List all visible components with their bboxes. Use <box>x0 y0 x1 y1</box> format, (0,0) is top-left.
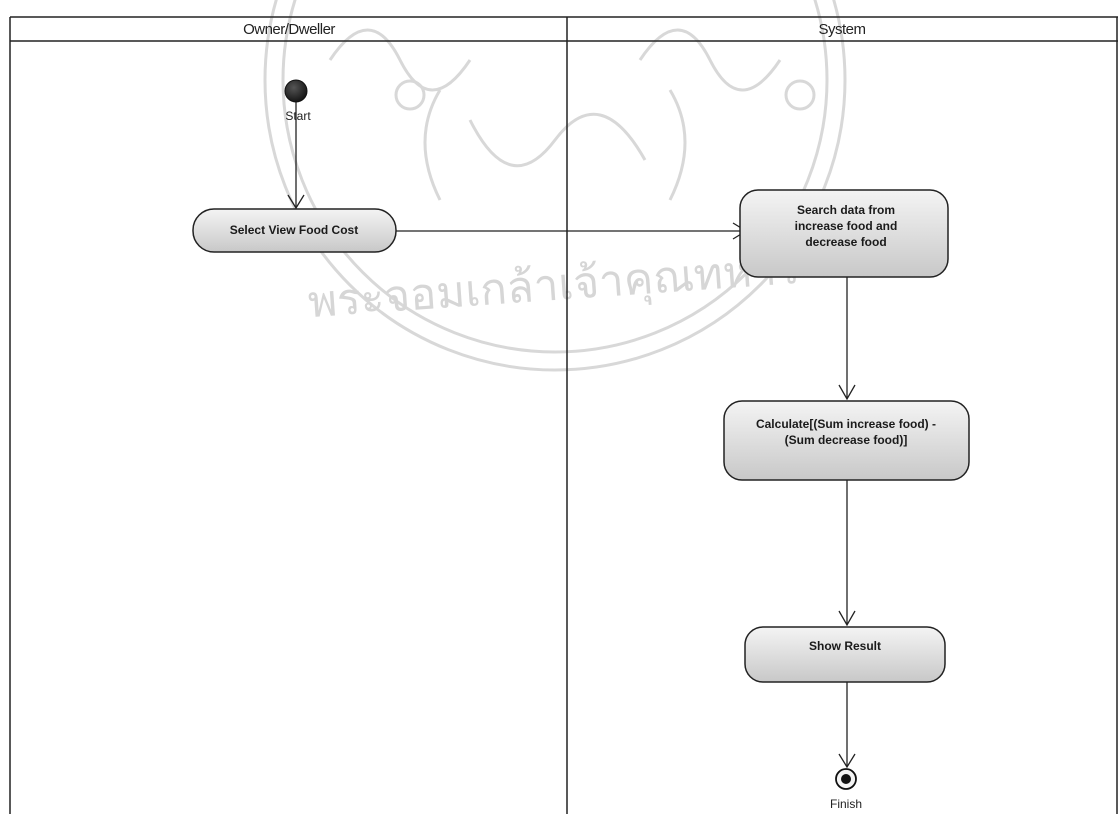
lane-title-owner: Owner/Dweller <box>243 21 335 38</box>
seal-naga-left <box>423 89 442 201</box>
activity-search-line-1: Search data from <box>797 203 895 217</box>
activity-select-label: Select View Food Cost <box>230 223 358 237</box>
arrowhead-select <box>287 194 305 210</box>
seal-ornament-right <box>638 28 782 92</box>
activity-calculate-line-1: Calculate[(Sum increase food) - <box>756 417 936 431</box>
finish-label: Finish <box>830 797 862 811</box>
activity-show-result <box>744 626 946 683</box>
activity-select-view-food-cost <box>192 208 397 253</box>
seal-ornament-left <box>328 28 472 92</box>
activity-search-line-2: increase food and <box>795 219 898 233</box>
control-flows <box>287 102 856 769</box>
activity-calculate <box>723 400 970 481</box>
swimlane-frame <box>9 16 1118 814</box>
activity-calculate-line-2: (Sum decrease food)] <box>785 433 908 447</box>
activity-search-data <box>739 189 949 278</box>
arrowhead-show <box>838 610 856 627</box>
start-label: Start <box>285 109 311 123</box>
seal-inner-ring <box>281 0 829 354</box>
seal-outer-ring <box>263 0 847 372</box>
seal-urn-left <box>394 79 426 111</box>
activity-search-line-3: decrease food <box>805 235 886 249</box>
arrowhead-calculate <box>838 384 856 401</box>
start-node <box>284 79 308 103</box>
lane-title-system: System <box>818 21 865 38</box>
seal-urn-right <box>784 79 816 111</box>
seal-ornament-center <box>468 112 647 168</box>
activity-show-result-label: Show Result <box>809 639 881 653</box>
finish-node-core <box>841 774 851 784</box>
arrowhead-finish <box>838 753 856 769</box>
seal-naga-right <box>668 89 687 201</box>
